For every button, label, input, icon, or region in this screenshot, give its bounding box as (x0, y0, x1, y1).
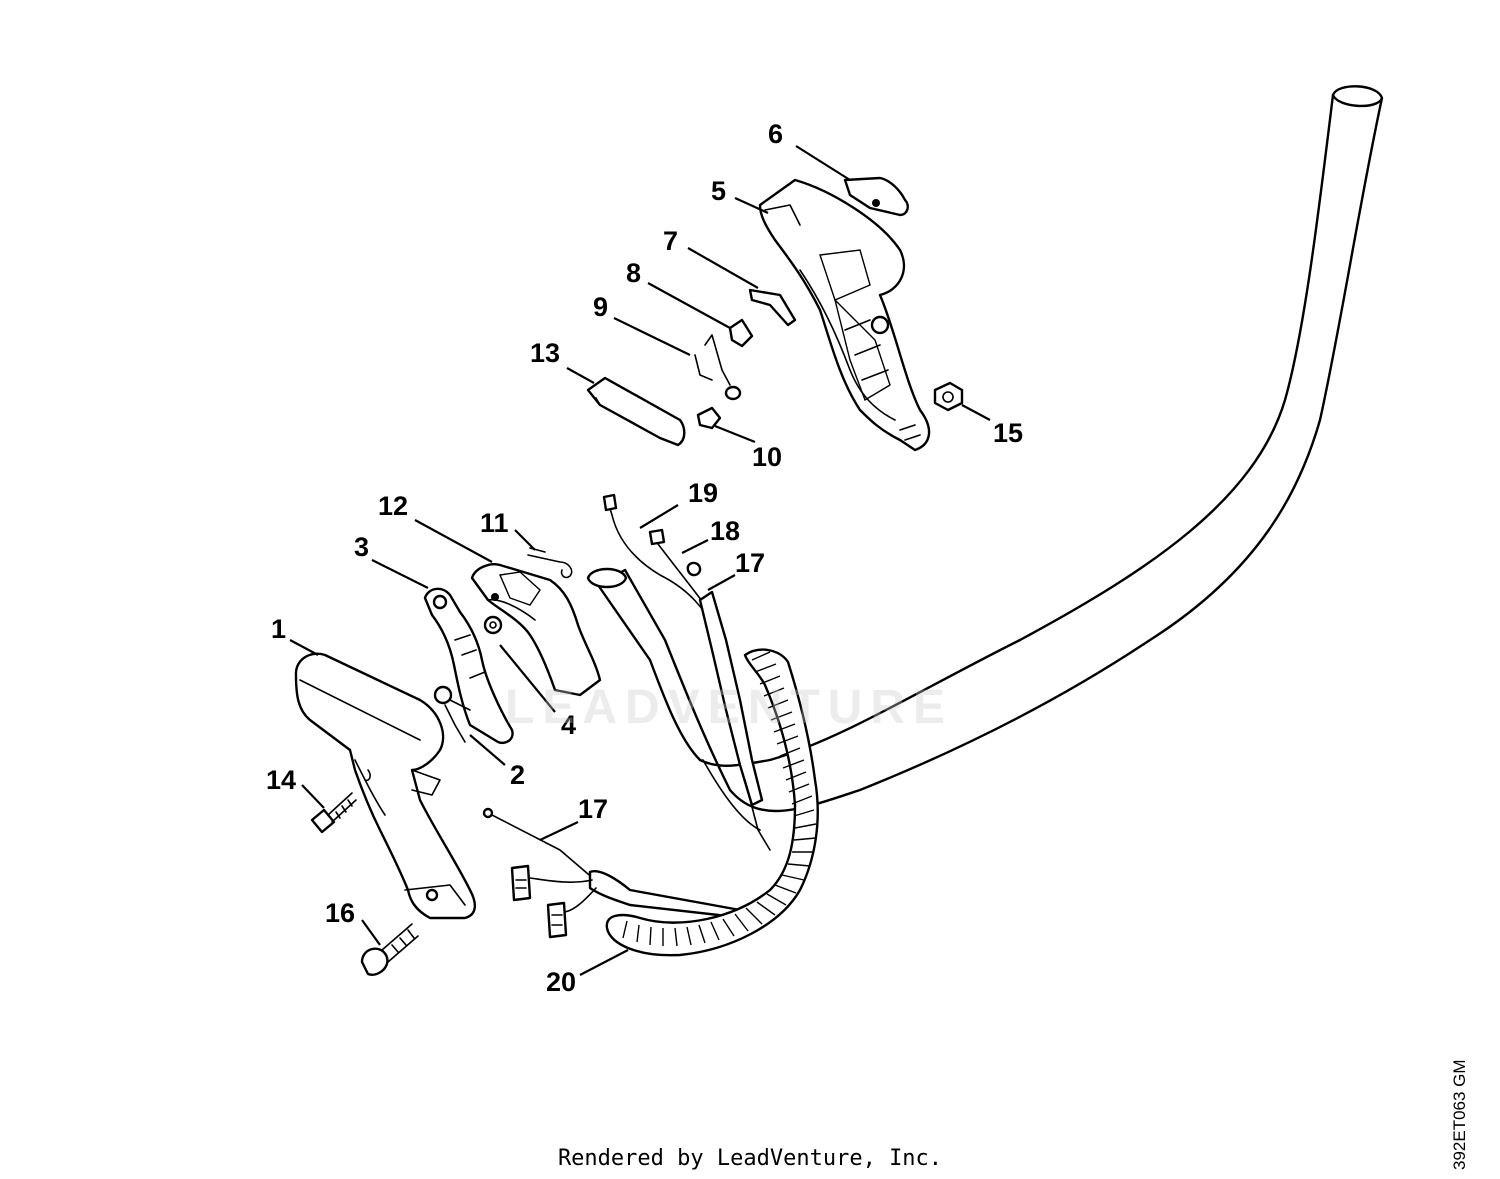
part-11-spring (527, 547, 573, 579)
label-part-7: 7 (663, 226, 678, 256)
part-20-conduit (605, 648, 819, 957)
handlebar-tube (586, 85, 1384, 831)
label-part-9: 9 (593, 292, 608, 322)
label-part-2: 2 (510, 760, 525, 790)
label-part-15: 15 (993, 418, 1023, 448)
drawing-code: 392ET063 GM (1450, 1059, 1469, 1170)
label-part-16: 16 (325, 898, 355, 928)
part-2-spring (433, 685, 471, 743)
label-part-20: 20 (546, 967, 576, 997)
label-part-8: 8 (626, 258, 641, 288)
label-part-17-upper: 17 (735, 548, 765, 578)
label-part-19: 19 (688, 478, 718, 508)
part-16-screw (360, 923, 419, 976)
leader-lines (289, 145, 991, 976)
part-17-lower-cable (482, 807, 747, 939)
part-7-spring-plate (748, 288, 797, 327)
part-6-cap (843, 176, 909, 217)
watermark: LEADVENTURE (505, 681, 954, 734)
label-part-12: 12 (378, 491, 408, 521)
label-part-18: 18 (710, 516, 740, 546)
label-part-3: 3 (354, 532, 369, 562)
part-10-clip (696, 406, 722, 430)
label-part-6: 6 (768, 119, 783, 149)
part-4-nut (483, 615, 503, 635)
label-part-17-lower: 17 (578, 794, 608, 824)
part-labels: 6 5 7 8 9 13 10 15 19 18 17 11 12 3 1 4 … (266, 119, 1023, 997)
part-14-screw (310, 792, 357, 834)
part-1-handle-housing (294, 652, 477, 920)
label-part-11: 11 (480, 508, 509, 538)
part-13-slider (586, 376, 686, 447)
part-8-knob (728, 318, 754, 348)
part-9-spring (694, 334, 742, 401)
label-part-13: 13 (530, 338, 560, 368)
part-12-trigger (470, 563, 602, 697)
label-part-10: 10 (752, 442, 782, 472)
cable-harness (602, 493, 771, 851)
part-15-nut (933, 381, 964, 412)
label-part-5: 5 (711, 176, 726, 206)
part-5-handle-housing (758, 178, 931, 452)
label-part-14: 14 (266, 765, 296, 795)
label-part-1: 1 (271, 614, 286, 644)
label-part-4: 4 (561, 710, 576, 740)
part-3-lever (423, 587, 514, 744)
render-credit: Rendered by LeadVenture, Inc. (557, 1146, 943, 1171)
